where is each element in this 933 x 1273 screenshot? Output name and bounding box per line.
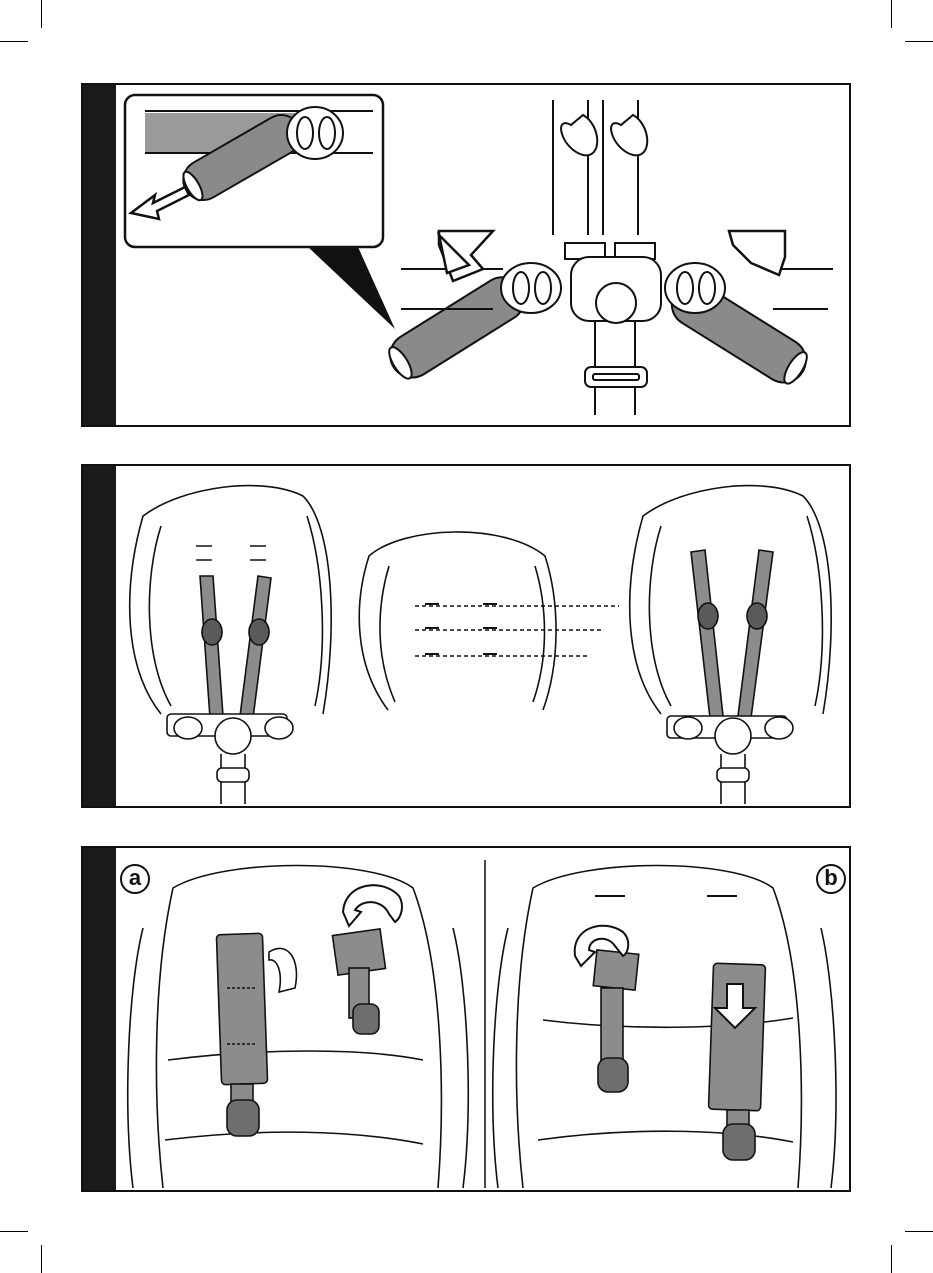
crop-mark [0, 41, 28, 42]
shoulder-pad-illustration [83, 85, 851, 427]
crop-mark [0, 1231, 28, 1232]
crop-mark [891, 1245, 892, 1273]
sub-step-b-badge: b [816, 864, 846, 894]
step-panel-1 [81, 83, 851, 427]
crop-mark [905, 1231, 933, 1232]
crop-mark [891, 0, 892, 28]
step-panel-3: a b [81, 846, 851, 1192]
sub-step-a-badge: a [120, 864, 150, 894]
strap-rethreading-illustration [83, 848, 851, 1192]
step-panel-2 [81, 464, 851, 808]
crop-mark [41, 0, 42, 28]
crop-mark [41, 1245, 42, 1273]
harness-slots-illustration [83, 466, 851, 808]
crop-mark [905, 41, 933, 42]
